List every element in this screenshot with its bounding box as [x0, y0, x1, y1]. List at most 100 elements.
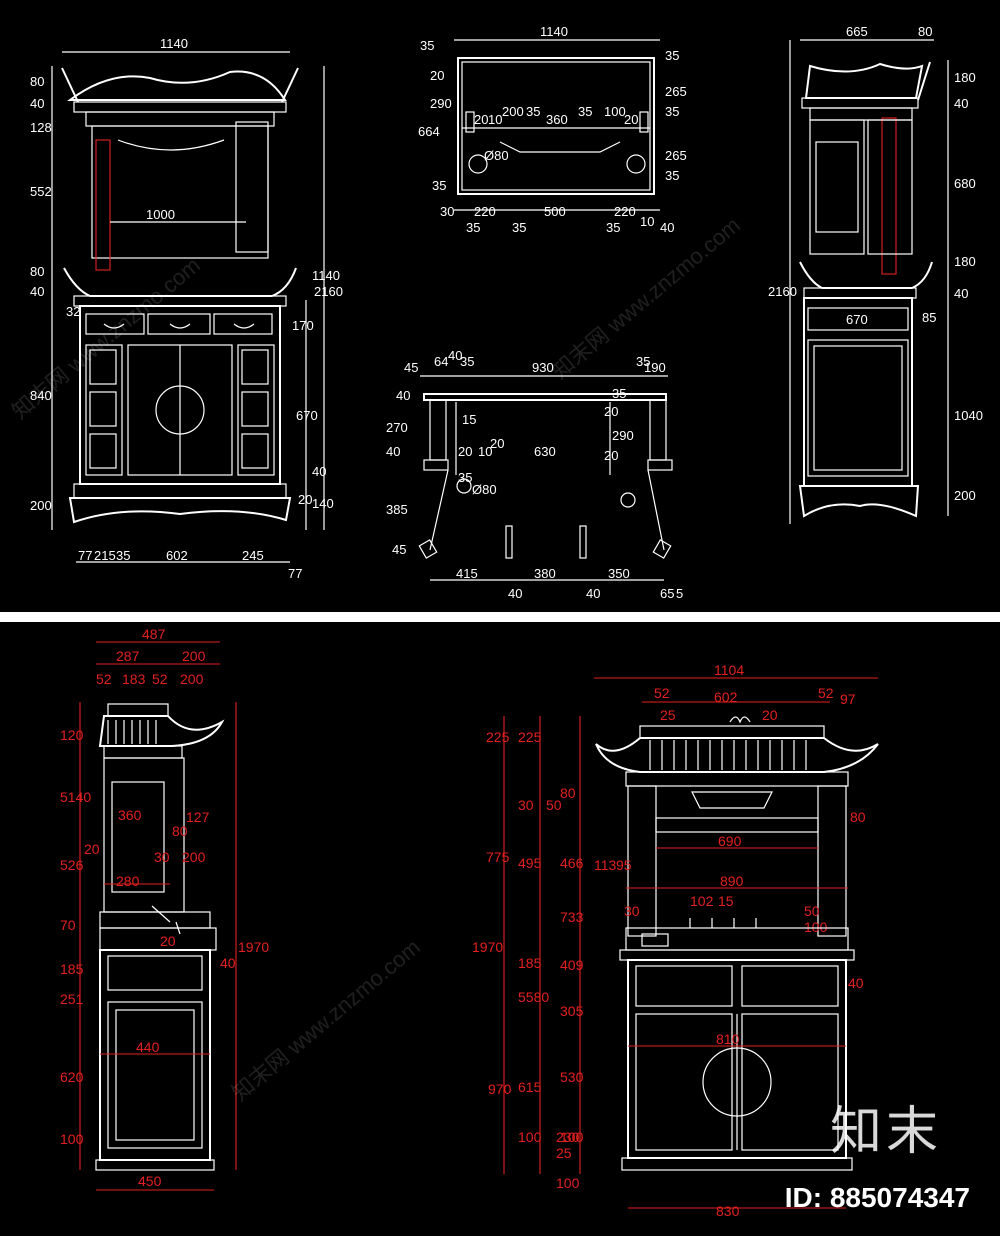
watermark-3: 知末网 www.znzmo.com — [227, 934, 425, 1106]
bf-inner-7: 50 — [804, 903, 820, 919]
bs-top-1: 287 — [116, 648, 140, 664]
plan1-inner-4: 360 — [546, 112, 568, 127]
bs-inner-1: 127 — [186, 809, 210, 825]
dim-left-5: 80 — [30, 264, 44, 279]
plan1-left-3: 664 — [418, 124, 440, 139]
side-inner-width: 670 — [846, 312, 868, 327]
plan1-bottom-0: 30 — [440, 204, 454, 219]
bf-left-in2-1: 466 — [560, 855, 584, 871]
bs-left-4: 70 — [60, 917, 76, 933]
side-top-1: 80 — [918, 24, 932, 39]
bs-top-2: 200 — [182, 648, 206, 664]
bf-left-in-3: 495 — [518, 855, 542, 871]
dim-right-3: 2160 — [314, 284, 343, 299]
bs-inner-6: 20 — [160, 933, 176, 949]
dim-left-1: 80 — [30, 74, 44, 89]
plan1-inner-1: 10 — [488, 112, 502, 127]
dim-left-3: 552 — [30, 184, 52, 199]
plan2-hole: Ø80 — [472, 482, 497, 497]
dim-right-6: 20 — [298, 492, 312, 507]
dim-right-7: 140 — [312, 496, 334, 511]
plan2-bottom-0: 415 — [456, 566, 478, 581]
dim-left-2: 128 — [30, 120, 52, 135]
plan2-top-2: 40 — [448, 348, 462, 363]
plan2-top-4: 35 — [636, 354, 650, 369]
dim-bottom-1: 215 — [94, 548, 116, 563]
plan1-inner-2: 200 — [502, 104, 524, 119]
side-right-1: 40 — [954, 96, 968, 111]
bf-left-in-2: 50 — [546, 797, 562, 813]
plan2-bottom2-3: 5 — [676, 586, 683, 601]
bs-top-3: 52 — [96, 671, 112, 687]
plan1-left-1: 20 — [430, 68, 444, 83]
bf-left-mid-0: 225 — [486, 729, 510, 745]
plan2-bottom2-0: 40 — [508, 586, 522, 601]
plan2-inner-5: 20 — [604, 448, 618, 463]
dim-width: 1140 — [160, 36, 188, 51]
dim-bottom-2: 35 — [116, 548, 130, 563]
top-drawing-sheet: 1140 1000 — [7, 24, 983, 601]
bf-top-1: 602 — [714, 689, 738, 705]
bf-left-in-4: 185 — [518, 955, 542, 971]
bs-top-4: 183 — [122, 671, 146, 687]
dim-inner-width: 1000 — [146, 207, 175, 222]
plan1-inner-0: 20 — [474, 112, 488, 127]
bs-inner-4: 200 — [182, 849, 206, 865]
dim-bottom-4: 245 — [242, 548, 264, 563]
bf-top-2: 52 — [818, 685, 834, 701]
plan2-inner-3: 20 — [490, 436, 504, 451]
bs-left-3: 20 — [84, 841, 100, 857]
dim-left-6: 840 — [30, 388, 52, 403]
plan1-left-2: 290 — [430, 96, 452, 111]
bf-inner-5: 15 — [718, 893, 734, 909]
plan1-bottom2-2: 35 — [606, 220, 620, 235]
bf-left-in2-6: 230 — [556, 1129, 580, 1145]
side-right-3: 180 — [954, 254, 976, 269]
plan2-inner-1: 20 — [458, 444, 472, 459]
plan2-inner-0: 15 — [462, 412, 476, 427]
plan1-left-0: 35 — [420, 38, 434, 53]
bf-top-5: 20 — [762, 707, 778, 723]
plan2-top-3: 35 — [460, 354, 474, 369]
plan2-left-0: 40 — [396, 388, 410, 403]
bs-inner-7: 40 — [220, 955, 236, 971]
plan2-hole-side: 35 — [458, 470, 472, 485]
dim-bottom-0: 77 — [78, 548, 92, 563]
plan2-top-1: 64 — [434, 354, 448, 369]
bs-top-0: 487 — [142, 626, 166, 642]
dim-right-0: 32 — [66, 304, 80, 319]
bs-inner-5: 280 — [116, 873, 140, 889]
plan1-width: 1140 — [540, 24, 568, 39]
plan1-inner-6: 100 — [604, 104, 626, 119]
bs-left-0: 120 — [60, 727, 84, 743]
plan1-inner-7: 20 — [624, 112, 638, 127]
bf-left-in-5: 5580 — [518, 989, 549, 1005]
dim-right-2: 670 — [296, 408, 318, 423]
bf-left-in-1: 30 — [518, 797, 534, 813]
asset-id-label: ID: 885074347 — [784, 1182, 970, 1213]
bf-inner-4: 102 — [690, 893, 714, 909]
plan1-bottom-2: 500 — [544, 204, 566, 219]
plan2-left-2: 40 — [386, 444, 400, 459]
plan1-bottom2-0: 35 — [466, 220, 480, 235]
bs-top-6: 200 — [180, 671, 204, 687]
top-panel: 1140 1000 — [0, 0, 1000, 612]
side-top-0: 665 — [846, 24, 868, 39]
bf-width: 1104 — [714, 662, 744, 678]
bf-inner-11: 80 — [850, 809, 866, 825]
bf-inner-6: 30 — [624, 903, 640, 919]
dim-right-1: 170 — [292, 318, 314, 333]
plan2-left-4: 45 — [392, 542, 406, 557]
side-total: 2160 — [768, 284, 797, 299]
bf-left-in2-3: 409 — [560, 957, 584, 973]
shrine-side-elevation: 487 287 200 52 183 52 200 360 127 80 30 … — [60, 626, 269, 1191]
bf-left-in-7: 100 — [560, 1129, 584, 1145]
bs-inner-2: 80 — [172, 823, 188, 839]
plan2-inner-2: 10 — [478, 444, 492, 459]
bs-top-5: 52 — [152, 671, 168, 687]
plan1-right-4: 35 — [665, 168, 679, 183]
bs-left-5: 185 — [60, 961, 84, 977]
bottom-panel: 487 287 200 52 183 52 200 360 127 80 30 … — [0, 622, 1000, 1236]
dim-bottom-3: 602 — [166, 548, 188, 563]
plan1-inner-3: 35 — [526, 104, 540, 119]
